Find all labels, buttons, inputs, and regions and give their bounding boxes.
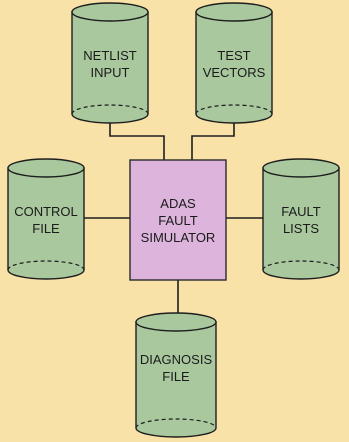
netlist-input-cylinder-top [71, 2, 149, 22]
simulator-box [129, 159, 227, 281]
netlist-input-cylinder-body [71, 11, 149, 124]
control-file-cylinder-body [7, 167, 85, 280]
fault-lists-label: FAULT LISTS [281, 204, 321, 236]
diagnosis-file-cylinder-body [135, 321, 217, 438]
diagnosis-file-cylinder-top [135, 312, 217, 332]
netlist-to-simulator-connector [109, 114, 165, 160]
diagnosis-file-cylinder [135, 312, 217, 438]
control-file-cylinder-top [7, 158, 85, 178]
fault-lists-cylinder-top [262, 158, 340, 178]
connectors [84, 114, 263, 322]
netlist-input-cylinder [71, 2, 149, 124]
test-vectors-cylinder [195, 2, 273, 124]
control-file-label: CONTROL FILE [14, 204, 78, 236]
test-vectors-label: TEST VECTORS [202, 48, 266, 80]
diagnosis-file-label: DIAGNOSIS FILE [139, 352, 213, 384]
shapes [7, 2, 340, 438]
test-vectors-cylinder-body [195, 11, 273, 124]
control-file-cylinder [7, 158, 85, 280]
fault-lists-cylinder [262, 158, 340, 280]
fault-lists-cylinder-body [262, 167, 340, 280]
simulator-label: ADAS FAULT SIMULATOR [140, 195, 216, 245]
test-vectors-to-simulator-connector [191, 114, 235, 160]
netlist-input-label: NETLIST INPUT [83, 48, 137, 80]
test-vectors-cylinder-top [195, 2, 273, 22]
diagnosis-file-cylinder-hidden-edge [135, 418, 217, 429]
